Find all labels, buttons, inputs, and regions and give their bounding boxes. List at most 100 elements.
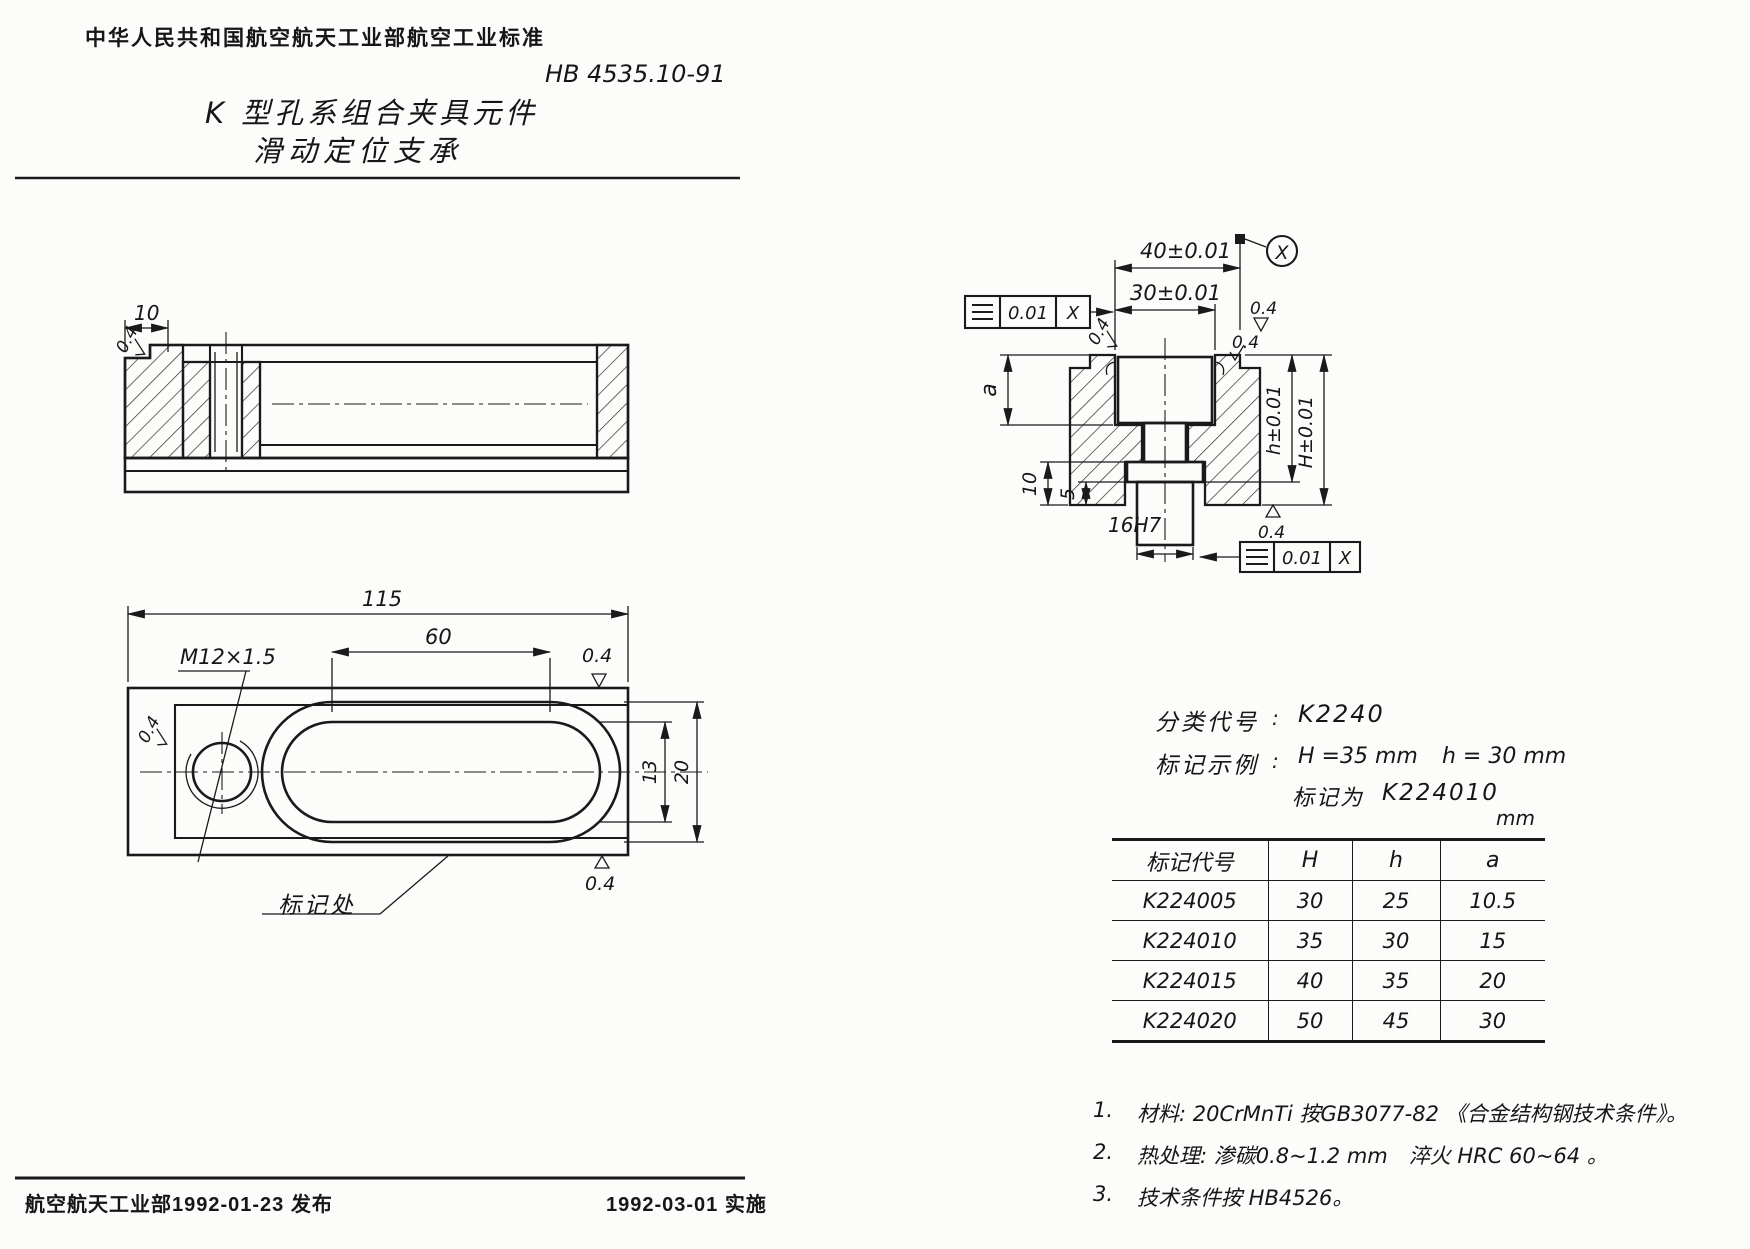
table-header-cell: a: [1439, 839, 1545, 881]
note-text: 热处理: 渗碳0.8~1.2 mm 淬火 HRC 60~64 。: [1137, 1144, 1608, 1168]
note-item: 3. 技术条件按 HB4526。: [1093, 1182, 1750, 1212]
thread-callout: M12×1.5: [180, 645, 276, 669]
note-item: 2. 热处理: 渗碳0.8~1.2 mm 淬火 HRC 60~64 。: [1093, 1140, 1750, 1170]
datum-flag: [1235, 234, 1245, 244]
table-cell: K224015: [1112, 960, 1268, 1001]
table-row: K224005 30 25 10.5: [1112, 880, 1545, 921]
table-cell: K224005: [1142, 888, 1237, 913]
section-left-hatch: [1068, 353, 1144, 507]
table-cell: 35: [1267, 920, 1352, 961]
slot-outer: [260, 700, 622, 844]
side-base-plate: [123, 456, 630, 494]
class-code-value: K2240: [1298, 700, 1385, 728]
footer-issue: 航空航天工业部1992-01-23 发布: [25, 1194, 333, 1216]
table-cell: 30: [1351, 920, 1440, 961]
top-finish-tr: 0.4: [582, 645, 612, 667]
marking-place-label: 标记处: [278, 893, 356, 919]
parallelism-symbol-icon: [972, 303, 993, 321]
notes-block: 1. 材料: 20CrMnTi 按GB3077-82 《合金结构钢技术条件》。 …: [1093, 1098, 1750, 1224]
slot-inner: [280, 720, 602, 824]
table-header-cell: h: [1351, 839, 1440, 881]
tol-bottom-datum: X: [1338, 548, 1352, 569]
section-dim-40: 40±0.01: [1140, 239, 1231, 263]
side-left-hatch: [123, 343, 185, 460]
note-item: 1. 材料: 20CrMnTi 按GB3077-82 《合金结构钢技术条件》。: [1093, 1098, 1750, 1128]
parallelism-symbol-icon: [1246, 548, 1268, 566]
top-dim-slot-length: 60: [425, 625, 452, 649]
top-inner-step: [173, 703, 628, 840]
table-cell: 50: [1267, 1000, 1352, 1042]
section-dim-5: 5: [1057, 488, 1079, 500]
standard-header: 中华人民共和国航空航天工业部航空工业标准: [85, 27, 545, 50]
note-number: 3.: [1093, 1182, 1114, 1206]
datum-label: X: [1274, 242, 1289, 264]
section-dim-H: H±0.01: [1295, 396, 1317, 469]
table-cell: 30: [1439, 1000, 1545, 1042]
note-number: 2.: [1093, 1140, 1114, 1164]
tolerance-frame-top: 0.01 X: [963, 294, 1115, 330]
table-header-cell: H: [1267, 839, 1352, 881]
table-row: K224010 35 30 15: [1112, 920, 1545, 961]
top-dim-recess-width: 20: [671, 760, 693, 784]
footer-implement: 1992-03-01 实施: [606, 1194, 767, 1216]
mark-example-colon: :: [1272, 749, 1279, 773]
table-cell: K224010: [1112, 920, 1268, 961]
note-text: 材料: 20CrMnTi 按GB3077-82 《合金结构钢技术条件》。: [1137, 1102, 1688, 1126]
table-cell: 35: [1351, 960, 1440, 1001]
section-finish-1-value: 0.4: [1084, 315, 1114, 348]
class-code-label: 分类代号: [1155, 710, 1259, 736]
table-cell: 40: [1267, 960, 1352, 1001]
section-right-hatch: [1186, 353, 1262, 507]
table-cell: 20: [1439, 960, 1545, 1001]
top-dim-length: 115: [362, 587, 402, 611]
doc-title-line2: 滑动定位支承: [253, 134, 464, 168]
side-right-hatch: [595, 343, 630, 460]
table-header-cell: 标记代号: [1112, 839, 1268, 881]
section-dim-a: a: [977, 383, 1002, 396]
standard-number: HB 4535.10-91: [545, 60, 726, 88]
note-text: 技术条件按 HB4526。: [1137, 1186, 1354, 1210]
top-finish-bottom: 0.4: [585, 873, 615, 895]
mark-result-value: K224010: [1382, 780, 1499, 806]
table-unit-label: mm: [1496, 806, 1535, 830]
thread-arc: [185, 740, 259, 809]
tol-bottom-value: 0.01: [1282, 548, 1322, 569]
section-dim-30: 30±0.01: [1130, 281, 1221, 305]
datum-circle: [1265, 234, 1299, 268]
note-number: 1.: [1093, 1098, 1114, 1122]
mark-example-h-big: H =35 mm: [1298, 744, 1418, 769]
tol-top-datum: X: [1066, 303, 1080, 324]
table-cell: 25: [1351, 880, 1440, 921]
side-finish-mark: 0.4: [112, 323, 146, 356]
table-cell: 10.5: [1439, 880, 1545, 921]
table-cell: K224020: [1112, 1000, 1268, 1042]
side-stud-hatch-left: [181, 360, 212, 460]
side-view-drawing: 10 0.4: [112, 301, 630, 494]
section-dim-hole: 16H7: [1108, 513, 1161, 537]
table-row: K224015 40 35 20: [1112, 960, 1545, 1001]
section-dim-10: 10: [1019, 472, 1041, 496]
table-row: K224020 50 45 30: [1112, 1000, 1545, 1042]
table-cell: 30: [1267, 880, 1352, 921]
tolerance-frame-bottom: 0.01 X: [1198, 540, 1362, 574]
top-finish-left: 0.4: [134, 713, 168, 746]
size-table: 标记代号 H h a K224005 30 25 10.5 K224010 35…: [1112, 838, 1545, 1043]
top-dim-slot-width: 13: [639, 760, 661, 784]
mark-result-prefix: 标记为: [1292, 786, 1365, 811]
table-header-row: 标记代号 H h a: [1112, 839, 1545, 881]
section-finish-3: 0.4: [1232, 333, 1259, 353]
top-finish-left-value: 0.4: [134, 713, 164, 746]
mark-example-label: 标记示例: [1155, 753, 1259, 779]
class-code-colon: :: [1272, 706, 1279, 730]
top-view-drawing: 115 60 M12×1.5 0.4 0.4 0.4: [126, 587, 708, 915]
tol-top-value: 0.01: [1008, 303, 1048, 324]
side-stud-hatch-right: [240, 360, 262, 460]
section-finish-2: 0.4: [1250, 299, 1277, 319]
mark-example-h-small: h = 30 mm: [1442, 744, 1567, 769]
table-cell: 15: [1439, 920, 1545, 961]
doc-title-line1: K 型孔系组合夹具元件: [205, 96, 539, 130]
section-view-drawing: 40±0.01 X 30±0.01 0.01 X: [963, 234, 1362, 574]
section-finish-4: 0.4: [1258, 523, 1285, 543]
